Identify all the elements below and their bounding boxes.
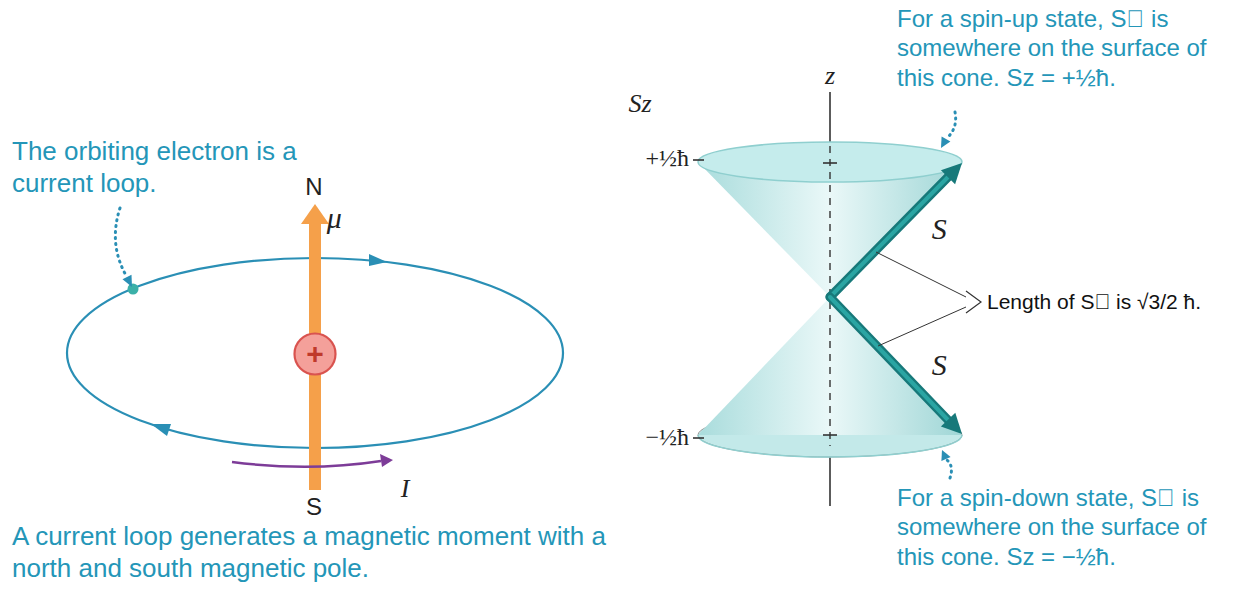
z-axis bbox=[829, 92, 831, 146]
spin-vector-head bbox=[941, 163, 962, 184]
leader-line bbox=[115, 208, 127, 277]
axis-label: z bbox=[825, 61, 835, 91]
charge-sign: + bbox=[306, 339, 324, 369]
leader-arrowhead bbox=[123, 275, 133, 287]
length-note: Length of S⃗ is √3/2 ħ. bbox=[987, 290, 1201, 314]
axis-title: Sz bbox=[628, 89, 651, 119]
current-arrowhead bbox=[380, 454, 393, 467]
electron-dot bbox=[128, 284, 139, 295]
callout-text: The orbiting electron is a current loop. bbox=[12, 136, 312, 199]
current-symbol: I bbox=[401, 474, 410, 504]
nucleus-fill bbox=[295, 334, 336, 375]
current-arrow bbox=[232, 461, 381, 467]
axis-tick bbox=[823, 162, 837, 164]
tick-label: +½ħ bbox=[645, 145, 689, 172]
leader-line bbox=[878, 307, 966, 346]
pole-label: S bbox=[306, 493, 322, 521]
loop-arrowhead bbox=[369, 254, 387, 266]
leader-arrowhead bbox=[941, 450, 950, 461]
spin-vector bbox=[830, 297, 948, 420]
leader-arrowhead bbox=[941, 137, 950, 149]
caption-text: A current loop generates a magnetic mome… bbox=[12, 521, 622, 584]
leader-line bbox=[876, 252, 966, 297]
callout-text: For a spin-up state, S⃗ is somewhere on … bbox=[897, 4, 1229, 92]
axis-tick bbox=[823, 434, 837, 436]
spin-vector-head bbox=[941, 413, 962, 434]
tick-label: −½ħ bbox=[645, 424, 689, 451]
bracket bbox=[966, 291, 981, 313]
nucleus-circle: + bbox=[293, 332, 337, 376]
spin-vector bbox=[830, 176, 949, 297]
moment-arrowhead bbox=[301, 204, 329, 224]
pole-label: N bbox=[305, 173, 322, 201]
vector-symbol: S⃗ bbox=[932, 348, 970, 382]
vector-symbol: μ⃗ bbox=[327, 201, 365, 235]
spin-vector bbox=[830, 297, 948, 420]
callout-text: For a spin-down state, S⃗ is somewhere o… bbox=[897, 483, 1229, 571]
value-tick bbox=[693, 159, 704, 161]
spin-vector bbox=[830, 176, 949, 297]
loop-arrowhead bbox=[151, 424, 171, 436]
leader-line bbox=[947, 460, 951, 478]
vector-symbol: S⃗ bbox=[932, 212, 970, 246]
leader-line bbox=[947, 112, 956, 138]
value-tick bbox=[693, 437, 704, 439]
